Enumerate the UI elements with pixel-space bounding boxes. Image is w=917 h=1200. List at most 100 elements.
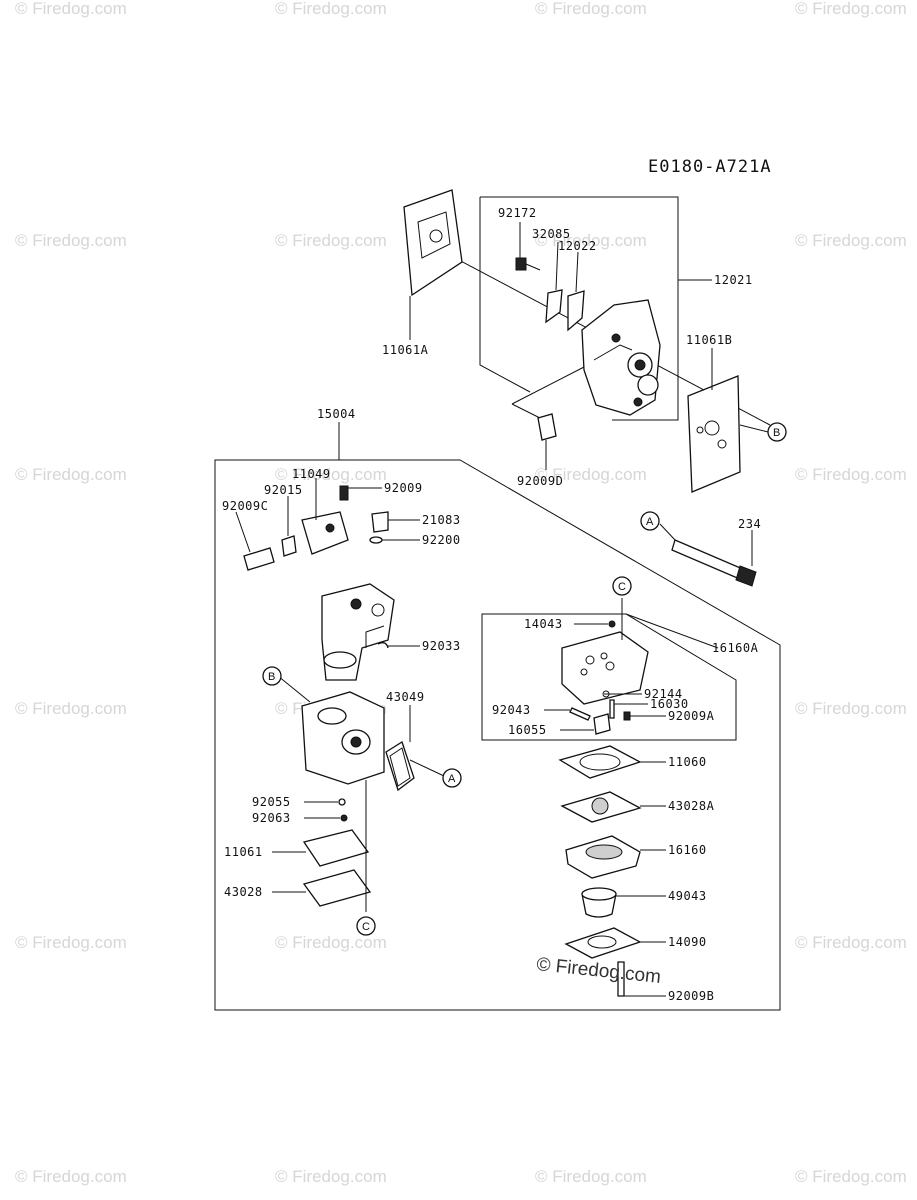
ref-marker-b-lower: B	[262, 666, 282, 686]
leader-32085	[555, 241, 559, 291]
watermark: © Firedog.com	[535, 1167, 647, 1186]
watermark: © Firedog.com	[275, 465, 387, 484]
label-11049: 11049	[292, 467, 331, 481]
watermark: © Firedog.com	[15, 231, 127, 250]
label-92009a: 92009A	[668, 709, 715, 723]
watermark: © Firedog.com	[275, 231, 387, 250]
lever-16055	[593, 713, 611, 735]
watermark: © Firedog.com	[275, 0, 387, 18]
label-12021: 12021	[714, 273, 753, 287]
carburetor-assembly-frame-15004	[214, 459, 781, 1011]
screw-92063	[340, 814, 348, 822]
watermark: © Firedog.com	[535, 231, 647, 250]
label-21083: 21083	[422, 513, 461, 527]
gasket-11061b	[687, 375, 741, 493]
label-11061b: 11061B	[686, 333, 732, 347]
washer-92200	[369, 536, 383, 544]
label-43049: 43049	[386, 690, 425, 704]
plate-12022	[567, 290, 585, 332]
label-14043: 14043	[524, 617, 563, 631]
label-92055: 92055	[252, 795, 291, 809]
leader-16160a	[625, 613, 719, 649]
label-16030: 16030	[650, 697, 689, 711]
check-valve-14043	[608, 620, 616, 628]
ref-marker-c-upper: C	[612, 576, 632, 596]
svg-text:B: B	[268, 671, 275, 683]
screw-92172	[515, 257, 527, 271]
label-92144: 92144	[644, 687, 683, 701]
svg-text:B: B	[773, 427, 780, 439]
label-92063: 92063	[252, 811, 291, 825]
gasket-11061	[302, 829, 370, 867]
watermark: © Firedog.com	[15, 933, 127, 952]
watermark: © Firedog.com	[15, 465, 127, 484]
watermark: © Firedog.com	[535, 465, 647, 484]
screw-92009	[339, 485, 349, 501]
label-49043: 49043	[668, 889, 707, 903]
gasket-11060	[558, 745, 642, 779]
label-92043: 92043	[492, 703, 531, 717]
pump-cover	[561, 631, 649, 705]
watermark: © Firedog.com	[15, 0, 127, 18]
label-16160a: 16160A	[712, 641, 759, 655]
bolt-234	[671, 539, 746, 581]
gasket-11061a	[403, 189, 463, 297]
watermark: © Firedog.com	[795, 1167, 907, 1186]
pin-92043	[569, 707, 591, 721]
label-92015: 92015	[264, 483, 303, 497]
label-11060: 11060	[668, 755, 707, 769]
label-14090: 14090	[668, 935, 707, 949]
svg-text:C: C	[618, 581, 626, 593]
label-15004: 15004	[317, 407, 356, 421]
spring-92144	[602, 690, 610, 698]
label-92200: 92200	[422, 533, 461, 547]
label-12022: 12022	[558, 239, 597, 253]
filter-92055	[338, 798, 346, 806]
label-234: 234	[738, 517, 761, 531]
cover-14090	[564, 927, 642, 959]
label-32085: 32085	[532, 227, 571, 241]
watermark: © Firedog.com	[795, 699, 907, 718]
diaphragm-43028	[302, 869, 372, 907]
leader-b-lower	[277, 675, 311, 703]
watermark: © Firedog.com	[795, 933, 907, 952]
label-92172: 92172	[498, 206, 537, 220]
label-11061a: 11061A	[382, 343, 429, 357]
label-43028a: 43028A	[668, 799, 715, 813]
watermark: © Firedog.com	[15, 1167, 127, 1186]
leader-12022	[575, 251, 579, 293]
label-11061: 11061	[224, 845, 263, 859]
watermark: © Firedog.com	[795, 231, 907, 250]
watermark: © Firedog.com	[275, 933, 387, 952]
plug-21083	[371, 511, 389, 533]
ref-marker-c-lower: C	[356, 916, 376, 936]
ref-marker-b-upper: B	[767, 422, 787, 442]
svg-text:C: C	[362, 921, 370, 933]
ref-marker-a-upper: A	[640, 511, 660, 531]
screw-92009a	[623, 711, 631, 721]
label-43028: 43028	[224, 885, 263, 899]
washer-92015	[281, 535, 297, 557]
label-92009c: 92009C	[222, 499, 268, 513]
diagram-code: E0180-A721A	[648, 157, 772, 177]
group-bracket-12021	[480, 196, 679, 421]
watermark: © Firedog.com	[275, 1167, 387, 1186]
label-16160: 16160	[668, 843, 707, 857]
watermark: © Firedog.com	[795, 0, 907, 18]
watermark: © Firedog.com	[15, 699, 127, 718]
bracket-11049	[301, 511, 349, 555]
watermark: © Firedog.com	[535, 0, 647, 18]
svg-text:A: A	[448, 773, 456, 785]
label-16055: 16055	[508, 723, 547, 737]
svg-text:A: A	[646, 516, 654, 528]
subassembly-frame-16160a	[481, 613, 737, 741]
leader-92009c	[235, 511, 251, 553]
ref-marker-a-lower: A	[442, 768, 462, 788]
center-watermark: © Firedog.com	[535, 954, 661, 988]
label-92009: 92009	[384, 481, 423, 495]
label-92009b: 92009B	[668, 989, 714, 1003]
plate-32085	[545, 289, 563, 324]
needle-16030	[609, 699, 615, 719]
